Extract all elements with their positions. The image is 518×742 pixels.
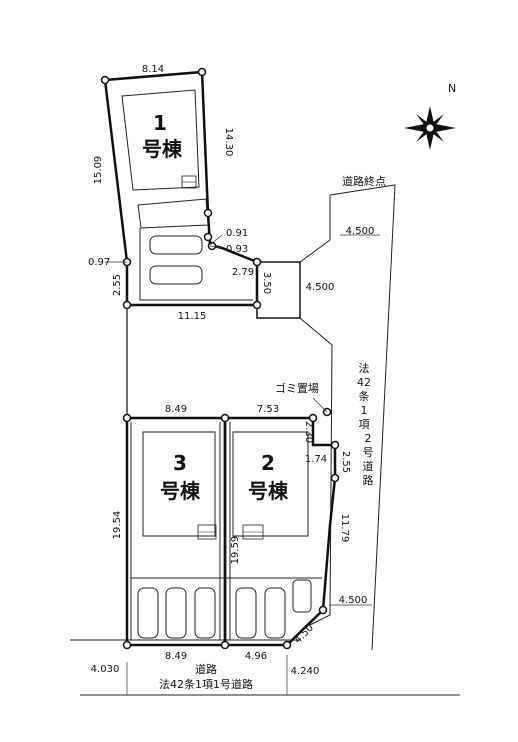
building-3 <box>142 431 216 537</box>
dim-091: 0.91 <box>226 228 248 239</box>
dim-279: 2.79 <box>232 267 254 278</box>
svg-text:2: 2 <box>365 432 372 445</box>
svg-text:1: 1 <box>361 404 368 417</box>
dim-350: 3.50 <box>261 272 272 294</box>
road-width-left: 4.030 <box>91 664 120 675</box>
dim-lot1-top: 8.14 <box>142 64 164 75</box>
svg-text:号: 号 <box>363 446 374 459</box>
building-2-num: 2 <box>261 451 275 475</box>
dim-496: 4.96 <box>245 651 267 662</box>
lot23-parking <box>137 579 312 639</box>
dim-849b: 8.49 <box>165 651 187 662</box>
lot-2-outline <box>223 416 337 647</box>
dim-255b: 2.55 <box>340 451 351 473</box>
side-road-label: 法 42 条 1 項 2 号 道 路 <box>357 361 374 487</box>
compass-icon <box>404 106 456 150</box>
gomi-label: ゴミ置場 <box>275 381 319 395</box>
dim-093: 0.93 <box>226 244 248 255</box>
svg-text:道: 道 <box>363 459 374 473</box>
dim-255a: 2.55 <box>112 274 123 296</box>
north-label: N <box>448 82 456 95</box>
dim-lot1-left: 15.09 <box>93 156 104 185</box>
building-3-label: 号棟 <box>160 479 201 503</box>
dim-097: 0.97 <box>88 257 110 268</box>
side-road-outline <box>329 184 396 651</box>
dim-1179: 11.79 <box>339 514 350 543</box>
building-1-label: 号棟 <box>142 137 183 161</box>
lot-1-outline <box>103 70 259 307</box>
access-strip <box>256 261 301 319</box>
road-end-label: 道路終点 <box>342 174 386 188</box>
dim-lot1-right: 14.30 <box>223 128 234 157</box>
dim-1115: 11.15 <box>178 311 207 322</box>
svg-text:42: 42 <box>357 376 371 389</box>
building-2-label: 号棟 <box>248 479 289 503</box>
building-1 <box>121 89 200 191</box>
dim-230: 2.30 <box>303 421 314 443</box>
svg-text:法: 法 <box>359 361 370 375</box>
building-1-num: 1 <box>153 111 167 135</box>
road-width-bottom: 4.500 <box>339 595 368 606</box>
building-2 <box>232 431 309 537</box>
dim-450: 4.50 <box>292 622 316 646</box>
dim-849a: 8.49 <box>165 404 187 415</box>
svg-text:項: 項 <box>359 418 370 431</box>
road-width-right: 4.240 <box>291 666 320 677</box>
bottom-road-label-2: 法42条1項1号道路 <box>159 677 253 691</box>
dim-1954: 19.54 <box>112 511 123 540</box>
lot1-parking <box>149 235 203 285</box>
svg-text:条: 条 <box>359 389 370 403</box>
dim-1959: 19.59 <box>230 536 241 565</box>
bottom-road-label-1: 道路 <box>195 662 217 676</box>
road-width-top: 4.500 <box>346 226 375 237</box>
dim-174: 1.74 <box>305 454 327 465</box>
svg-text:路: 路 <box>363 474 374 487</box>
road-width-mid: 4.500 <box>306 282 335 293</box>
dim-753: 7.53 <box>257 404 279 415</box>
building-3-num: 3 <box>173 451 187 475</box>
